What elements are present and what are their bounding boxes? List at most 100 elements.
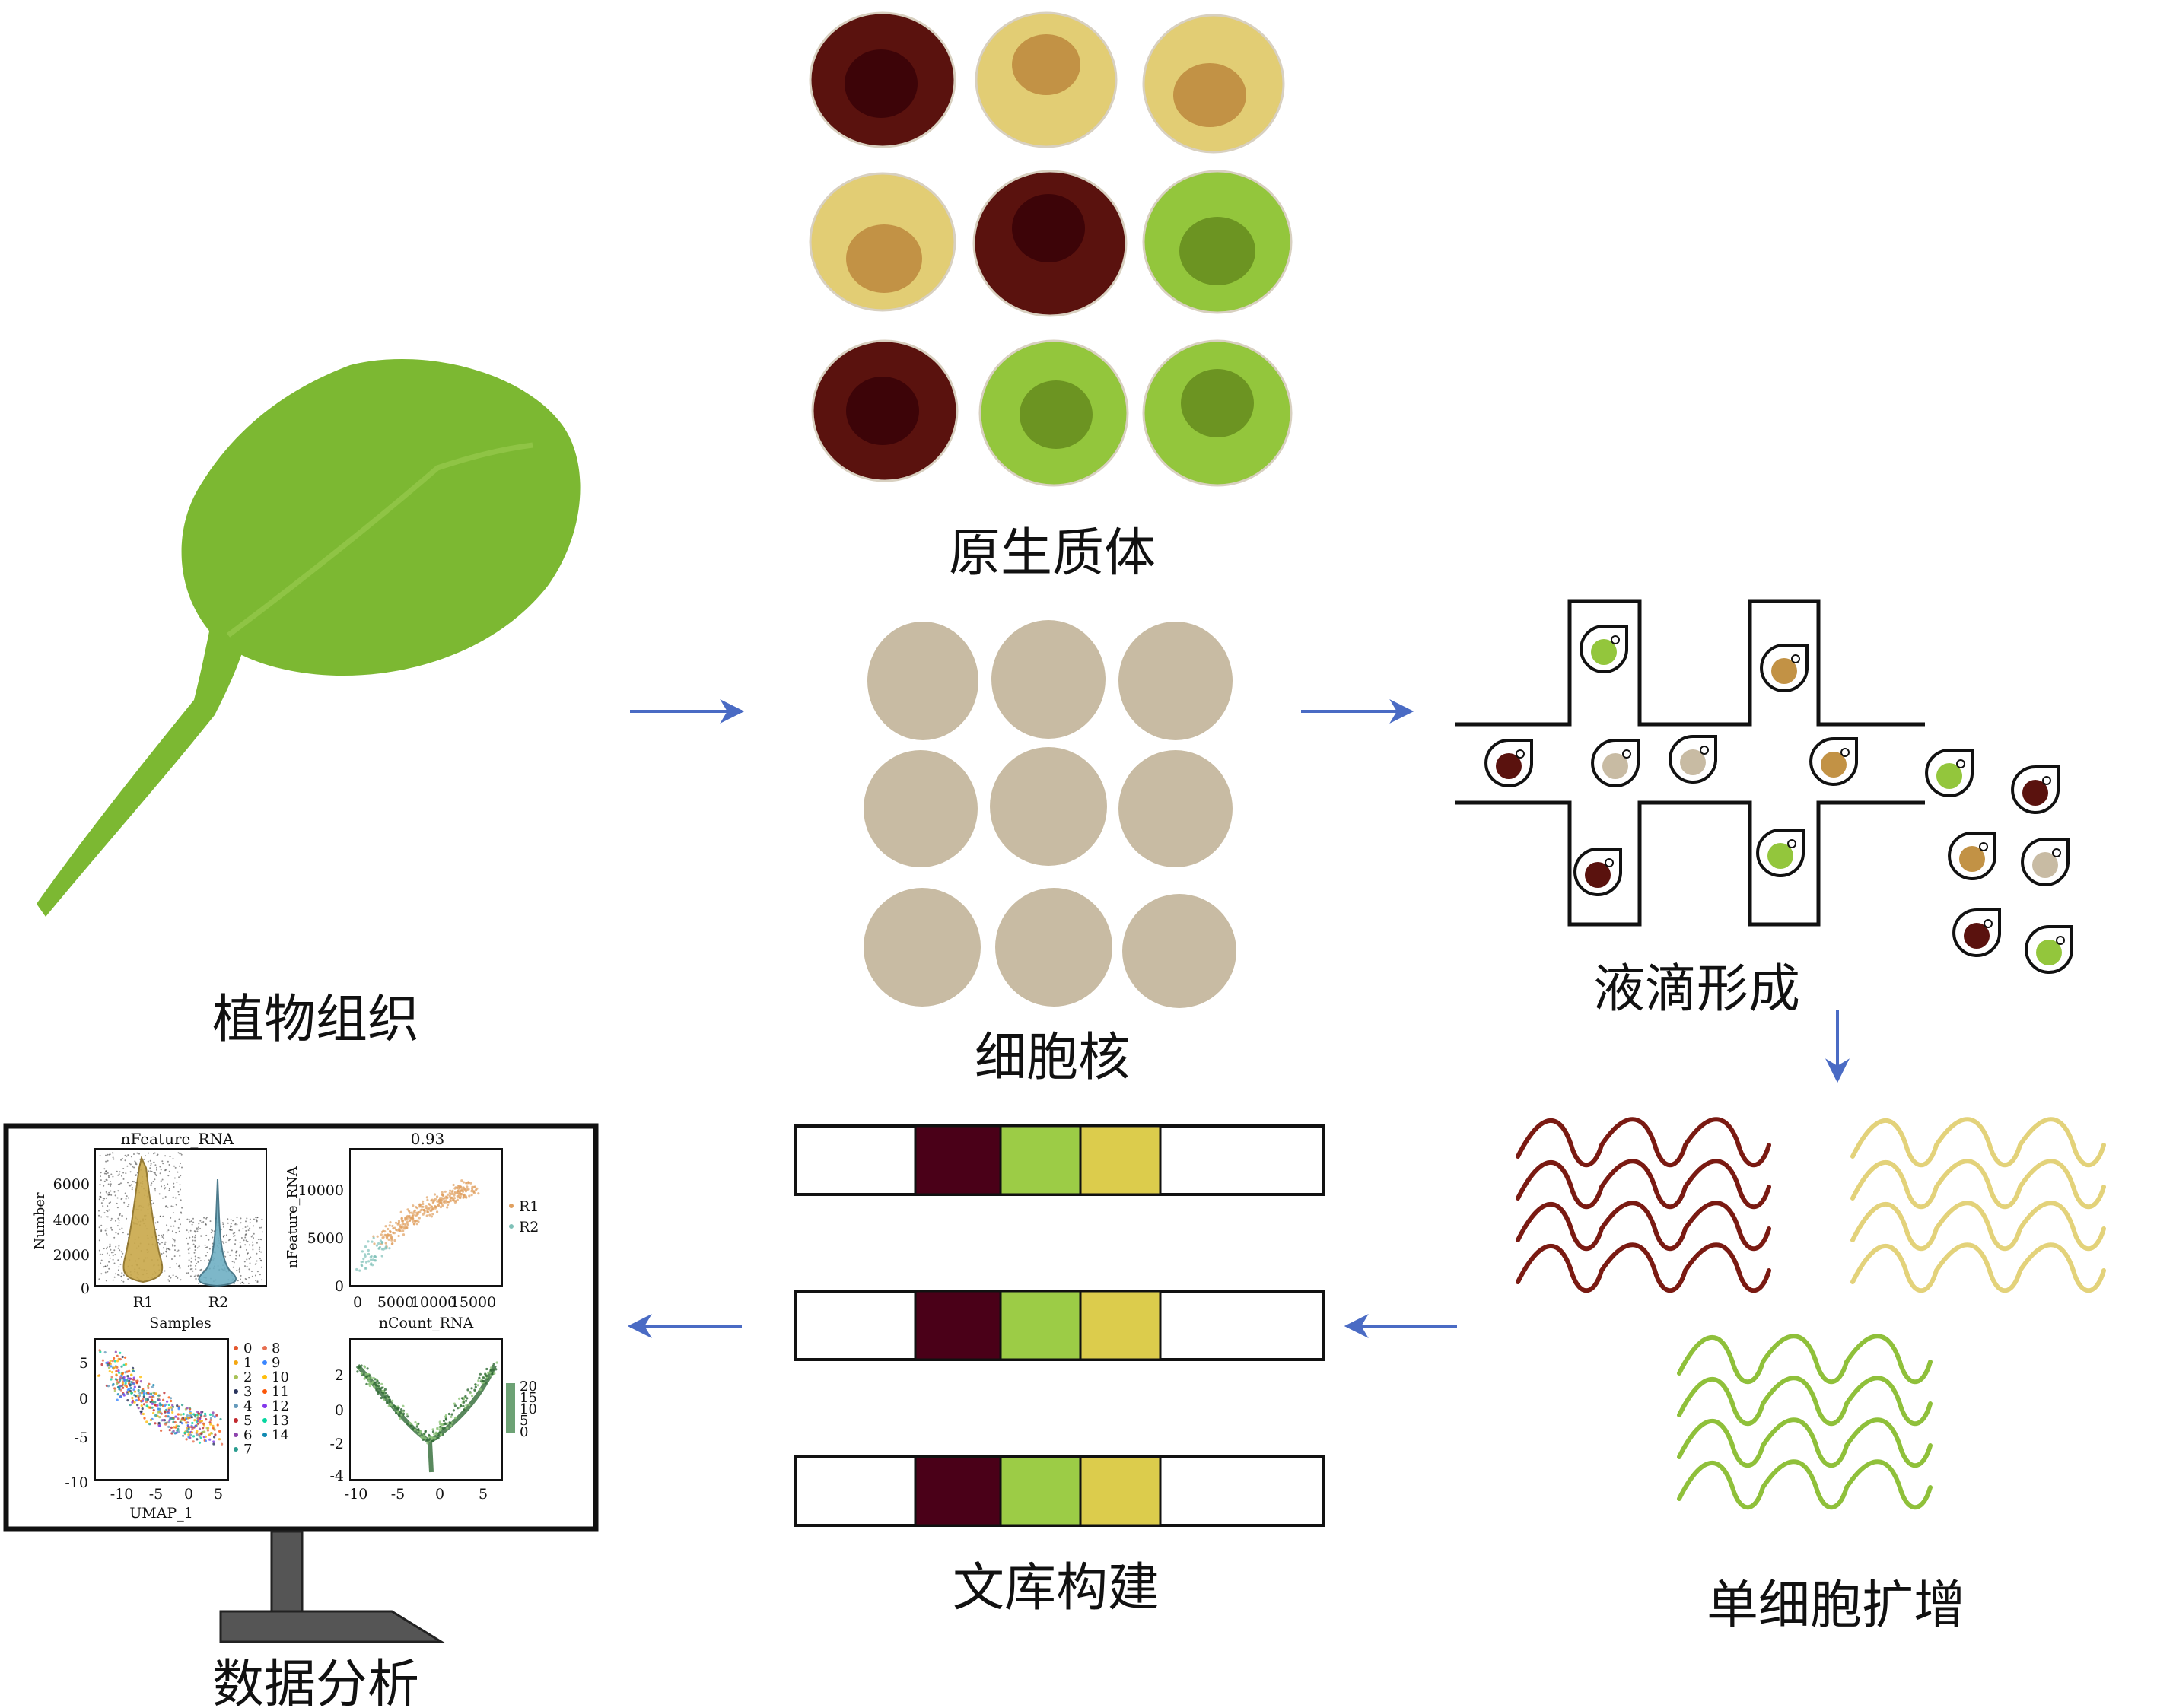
scatter-point bbox=[430, 1199, 433, 1202]
violin-point bbox=[108, 1191, 110, 1194]
umi-segment bbox=[999, 1455, 1082, 1527]
umap-point bbox=[171, 1430, 174, 1433]
protoplast-cell bbox=[1142, 14, 1285, 154]
violin-point bbox=[107, 1205, 109, 1207]
violin-point bbox=[155, 1175, 157, 1177]
violin-point bbox=[203, 1217, 205, 1219]
violin-point bbox=[187, 1242, 189, 1245]
violin-point bbox=[230, 1219, 232, 1221]
umap-point bbox=[142, 1403, 146, 1406]
trajectory-point bbox=[466, 1388, 469, 1392]
scatter-point bbox=[361, 1250, 364, 1253]
scatter-point bbox=[457, 1189, 460, 1192]
trajectory-point bbox=[367, 1379, 371, 1382]
violin-point bbox=[145, 1155, 146, 1157]
violin-point bbox=[244, 1277, 247, 1280]
scatter-point bbox=[401, 1223, 404, 1226]
scatter-point bbox=[465, 1182, 468, 1185]
scatter-point bbox=[423, 1211, 426, 1214]
umap-point bbox=[150, 1392, 153, 1395]
trajectory-point bbox=[387, 1404, 390, 1407]
trajectory-point bbox=[380, 1382, 383, 1385]
scatter-point bbox=[431, 1213, 434, 1216]
violin-point bbox=[108, 1153, 110, 1156]
scatter-point bbox=[384, 1225, 387, 1228]
amplicon-wave bbox=[1677, 1459, 1933, 1510]
violin-point bbox=[240, 1282, 242, 1284]
violin-point bbox=[105, 1170, 107, 1172]
violin-point bbox=[168, 1188, 170, 1190]
droplet-cell bbox=[1936, 763, 1962, 789]
umap-point bbox=[170, 1406, 173, 1409]
scatter-point bbox=[462, 1181, 466, 1184]
violin-plot-panel: nFeature_RNA 6000 4000 2000 0 Number R1 … bbox=[32, 1130, 267, 1331]
trajectory-point bbox=[426, 1442, 429, 1445]
amplicon-wave bbox=[1516, 1117, 1771, 1168]
droplet bbox=[1925, 749, 1974, 797]
trajectory-point bbox=[406, 1423, 409, 1426]
umap-point bbox=[170, 1408, 173, 1411]
umap-point bbox=[151, 1385, 154, 1388]
scatter-point bbox=[400, 1217, 403, 1220]
trajectory-point bbox=[435, 1433, 438, 1436]
violin-point bbox=[129, 1163, 132, 1166]
violin-axes bbox=[94, 1148, 267, 1287]
violin-point bbox=[261, 1218, 263, 1220]
trajectory-point bbox=[493, 1372, 496, 1375]
violin-point bbox=[194, 1236, 196, 1239]
amplicon-wave bbox=[1516, 1159, 1771, 1210]
violin-point bbox=[106, 1228, 108, 1230]
violin-point bbox=[250, 1256, 252, 1258]
umap-point bbox=[176, 1404, 179, 1407]
violin-point bbox=[234, 1222, 237, 1224]
violin-point bbox=[126, 1195, 128, 1198]
violin-point bbox=[255, 1218, 257, 1220]
umap-point bbox=[138, 1392, 142, 1395]
scatter-point bbox=[393, 1239, 396, 1242]
nucleus bbox=[995, 888, 1112, 1007]
umap-point bbox=[126, 1392, 129, 1395]
scatter-point bbox=[371, 1240, 374, 1243]
violin-point bbox=[244, 1265, 246, 1267]
scatter-point bbox=[443, 1197, 446, 1200]
trajectory-point bbox=[453, 1402, 457, 1405]
cdna-segment bbox=[1079, 1290, 1162, 1361]
umap-point bbox=[148, 1395, 151, 1398]
violin-point bbox=[196, 1275, 199, 1277]
violin-xtick: R2 bbox=[208, 1294, 228, 1311]
violin-point bbox=[160, 1180, 162, 1182]
violin-point bbox=[116, 1202, 118, 1204]
violin-point bbox=[246, 1258, 248, 1261]
umap-point bbox=[152, 1384, 155, 1387]
scatter-point bbox=[449, 1189, 452, 1192]
scatter-point bbox=[410, 1211, 413, 1214]
scatter-point bbox=[447, 1204, 450, 1207]
violin-point bbox=[261, 1279, 263, 1281]
umap-point bbox=[154, 1404, 157, 1407]
umap-point bbox=[157, 1394, 161, 1397]
trajectory-point bbox=[443, 1427, 446, 1430]
violin-point bbox=[206, 1252, 208, 1253]
violin-point bbox=[236, 1269, 238, 1271]
umap-point bbox=[183, 1419, 186, 1422]
trajectory-point bbox=[489, 1369, 492, 1372]
trajectory-point bbox=[462, 1404, 465, 1407]
violin-point bbox=[240, 1217, 242, 1220]
violin-point bbox=[166, 1231, 168, 1233]
violin-ytick: 6000 bbox=[53, 1176, 90, 1193]
trajectory-point bbox=[406, 1413, 409, 1416]
violin-point bbox=[212, 1242, 214, 1245]
violin-point bbox=[256, 1217, 259, 1218]
scatter-point bbox=[441, 1194, 445, 1197]
violin-point bbox=[225, 1234, 227, 1236]
droplet bbox=[1573, 848, 1622, 896]
violin-point bbox=[232, 1266, 234, 1268]
umap-point bbox=[132, 1378, 135, 1381]
violin-point bbox=[107, 1159, 109, 1162]
umap-point bbox=[156, 1414, 159, 1417]
trajectory-point bbox=[390, 1404, 393, 1407]
trajectory-point bbox=[393, 1404, 396, 1407]
scatter-point bbox=[409, 1217, 412, 1220]
umap-xlabel: UMAP_1 bbox=[129, 1505, 193, 1522]
